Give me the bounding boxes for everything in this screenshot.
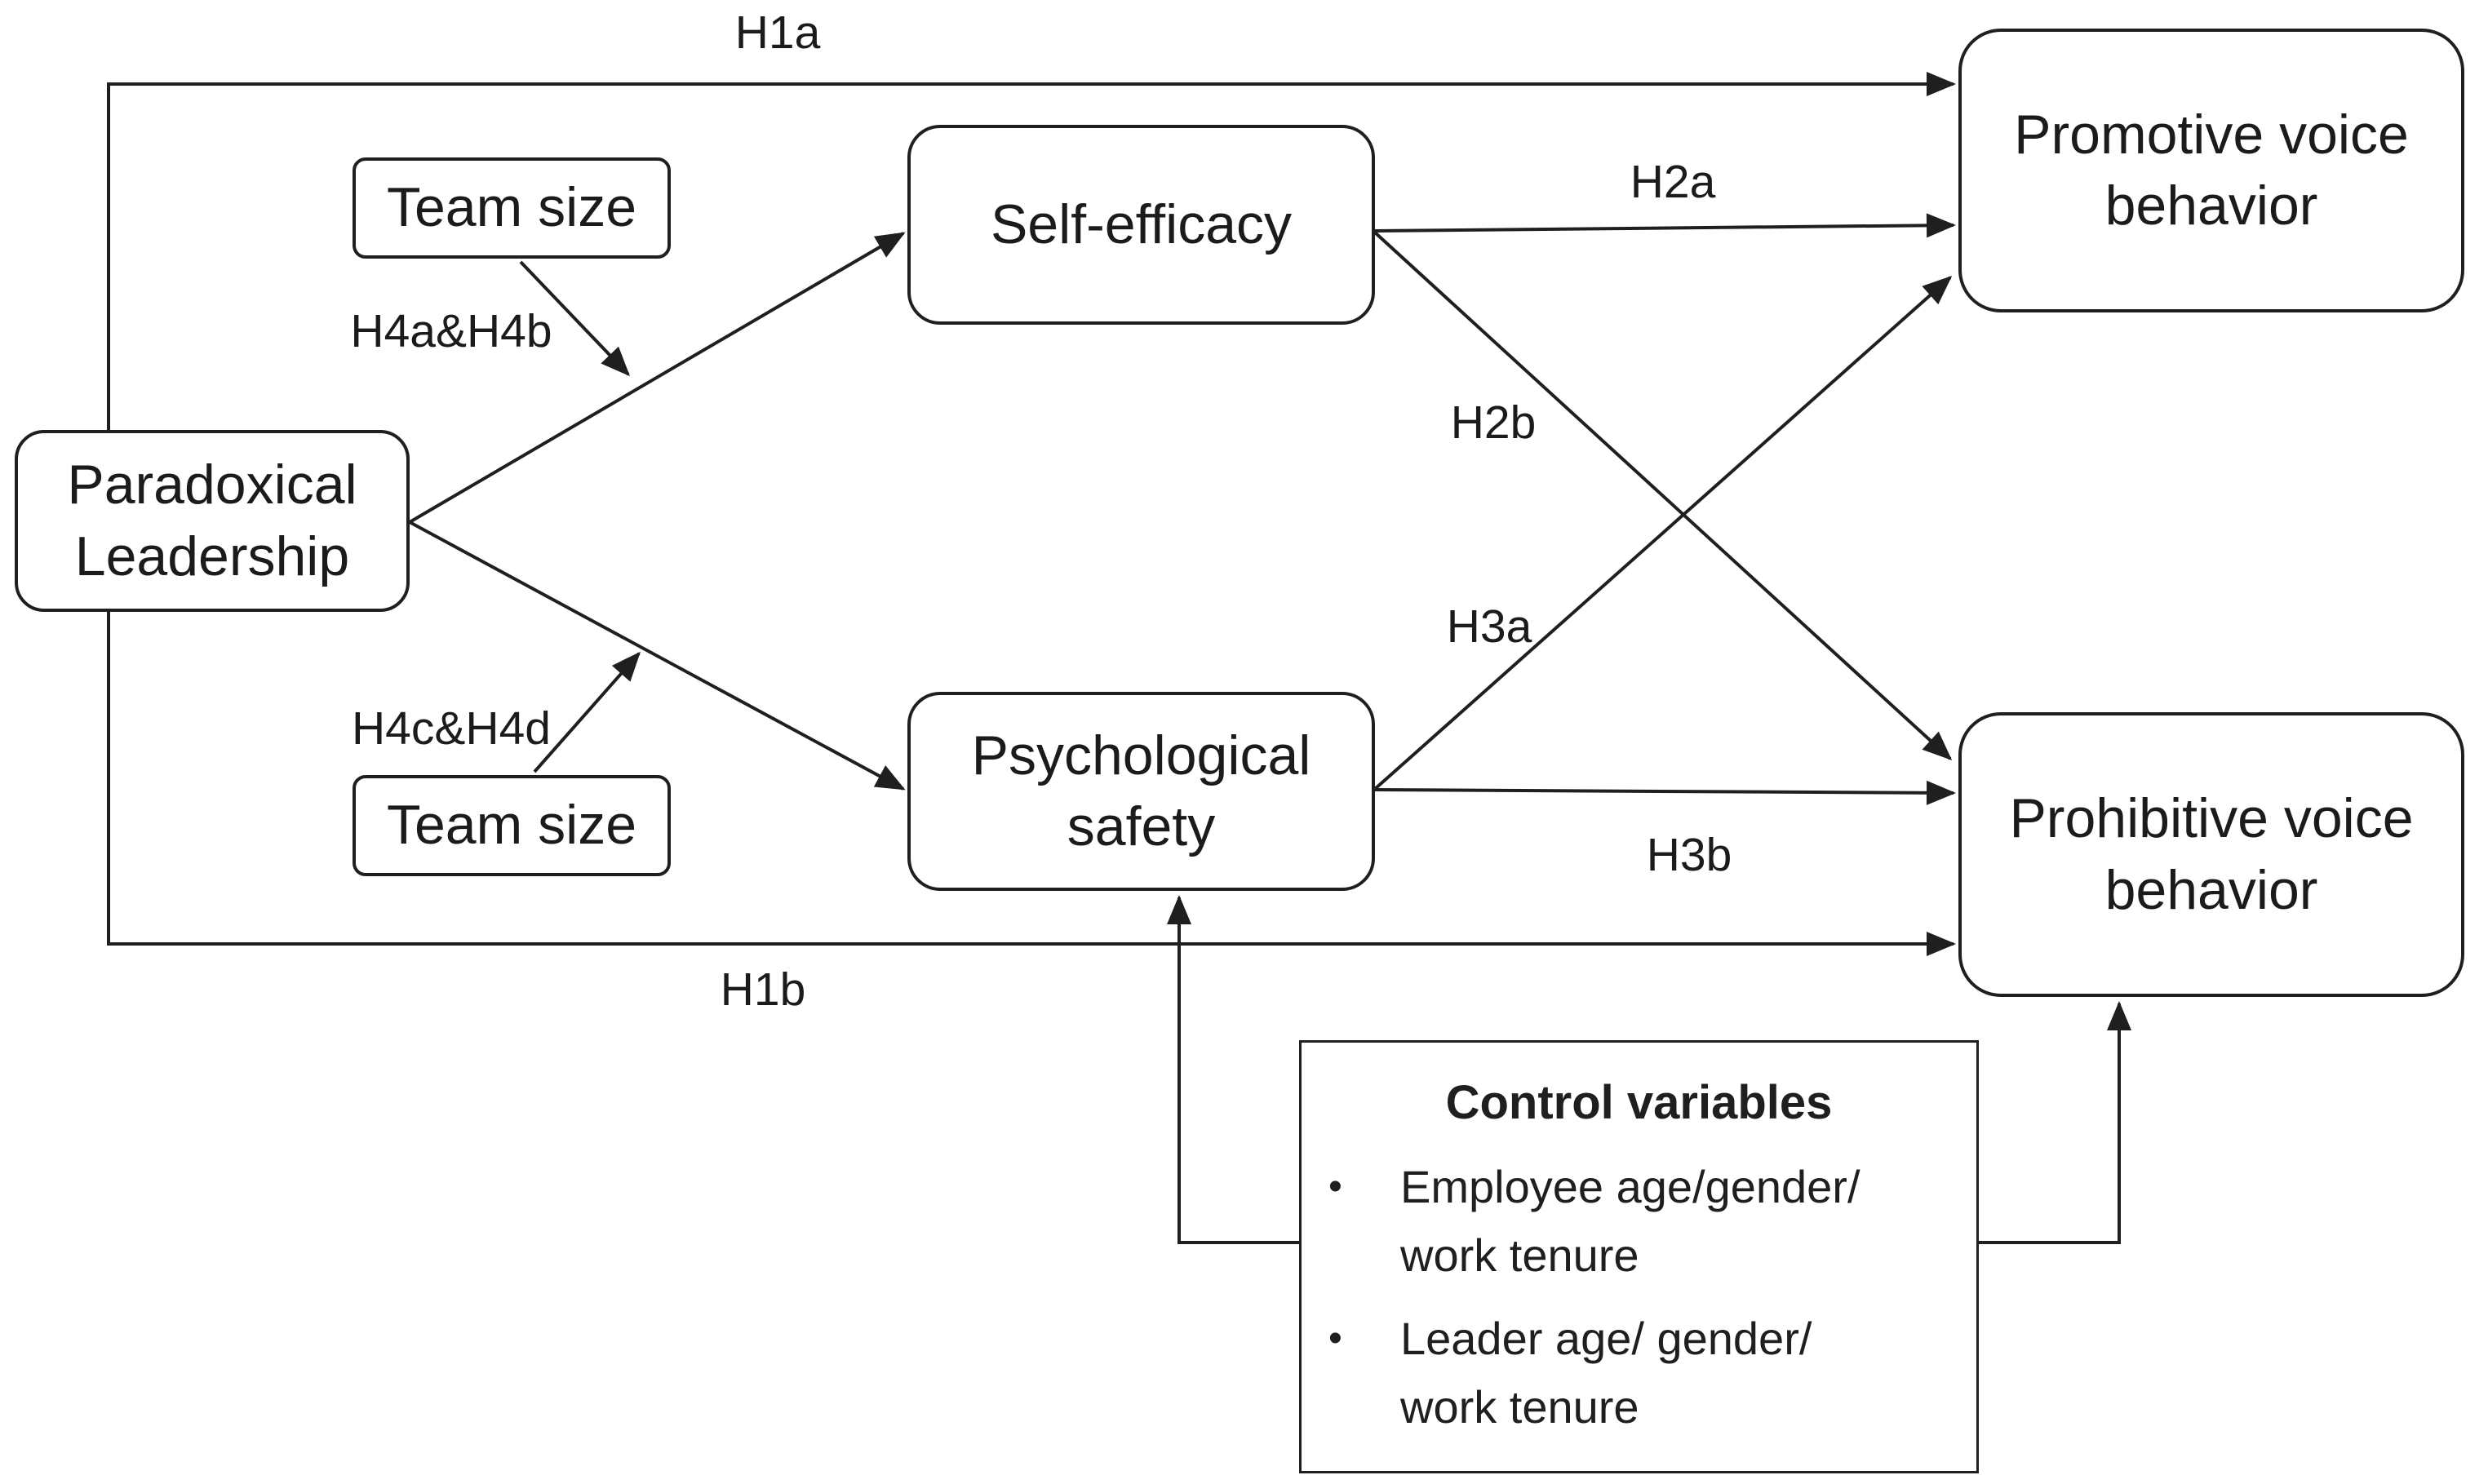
arrow-h1a xyxy=(107,72,1956,430)
node-team-size-bottom: Team size xyxy=(353,775,671,876)
bullet-icon: • xyxy=(1328,1317,1342,1360)
hypothesis-label-h2b: H2b xyxy=(1450,396,1537,449)
control-bullet-line: Employee age/gender/ xyxy=(1400,1161,1860,1212)
node-team-size-top: Team size xyxy=(353,157,671,259)
arrow-controls-to-psychological-safety xyxy=(1167,895,1299,1244)
control-bullet-text: Leader age/ gender/ work tenure xyxy=(1400,1305,1812,1442)
arrow-h1b xyxy=(107,612,1956,956)
arrow-h2a xyxy=(1374,213,1956,238)
node-label-line: Promotive voice xyxy=(2014,103,2409,166)
hypothesis-label-h1a: H1a xyxy=(734,7,821,59)
node-label-line: Psychological xyxy=(971,724,1311,786)
arrow-team-size-moderation-top xyxy=(519,260,631,377)
control-variables-box: Control variables • Employee age/gender/… xyxy=(1299,1040,1979,1473)
arrow-paradoxical-to-self-efficacy xyxy=(408,232,906,524)
arrow-paradoxical-to-psychological-safety xyxy=(409,521,906,791)
node-label-line: Self-efficacy xyxy=(990,193,1293,255)
node-label-line: safety xyxy=(1067,795,1216,857)
node-label-line: behavior xyxy=(2104,858,2318,921)
arrow-h3b xyxy=(1374,780,1956,805)
hypothesis-label-h4ab: H4a&H4b xyxy=(350,305,552,357)
control-bullet-line: work tenure xyxy=(1400,1381,1639,1433)
node-label-line: Team size xyxy=(386,794,637,857)
arrow-controls-to-prohibitive-voice xyxy=(1979,1001,2131,1244)
node-label-line: Paradoxical xyxy=(67,454,357,516)
hypothesis-label-h3b: H3b xyxy=(1646,829,1732,881)
control-bullet-employee: • Employee age/gender/ work tenure xyxy=(1302,1153,1976,1290)
bullet-icon: • xyxy=(1328,1165,1342,1208)
hypothesis-label-h3a: H3a xyxy=(1446,600,1532,653)
hypothesis-label-h2a: H2a xyxy=(1630,156,1716,208)
arrow-team-size-moderation-bottom xyxy=(533,651,641,773)
hypothesis-label-h1b: H1b xyxy=(720,963,806,1016)
control-bullet-line: work tenure xyxy=(1400,1229,1639,1281)
node-prohibitive-voice-behavior: Prohibitive voice behavior xyxy=(1958,712,2464,997)
arrow-h3a xyxy=(1373,276,1953,791)
node-promotive-voice-behavior: Promotive voice behavior xyxy=(1958,29,2464,312)
node-paradoxical-leadership: Paradoxical Leadership xyxy=(15,430,410,612)
hypothesis-label-h4cd: H4c&H4d xyxy=(352,702,551,755)
node-label-line: behavior xyxy=(2104,175,2318,237)
control-variables-title: Control variables xyxy=(1445,1076,1833,1129)
control-bullet-line: Leader age/ gender/ xyxy=(1400,1313,1812,1364)
node-psychological-safety: Psychological safety xyxy=(907,692,1375,891)
control-bullet-text: Employee age/gender/ work tenure xyxy=(1400,1153,1860,1290)
node-label-line: Prohibitive voice xyxy=(2009,787,2414,850)
node-label-line: Team size xyxy=(386,176,637,239)
node-label-line: Leadership xyxy=(74,525,350,587)
node-self-efficacy: Self-efficacy xyxy=(907,125,1375,325)
control-bullet-leader: • Leader age/ gender/ work tenure xyxy=(1302,1305,1976,1442)
arrow-h2b xyxy=(1373,231,1953,761)
